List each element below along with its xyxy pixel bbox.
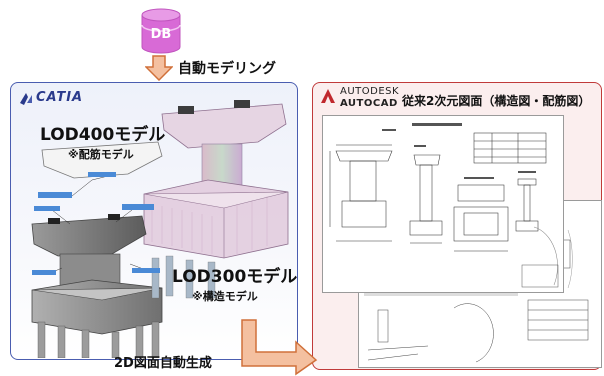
lod400-subtitle: ※配筋モデル: [68, 148, 134, 161]
structure-drawing-lines: [329, 123, 559, 288]
auto-2d-generation-label: 2D図面自動生成: [114, 356, 212, 371]
db-label: DB: [150, 27, 172, 42]
down-arrow-icon: [145, 55, 173, 81]
lod400-rebar-model: [143, 100, 289, 259]
lod300-structural-model: [31, 141, 216, 358]
autocad-logo-icon: [321, 89, 335, 103]
catia-brand: CATIA: [36, 90, 84, 105]
lod300-subtitle: ※構造モデル: [192, 290, 258, 303]
pier-model-illustration: [31, 100, 289, 358]
structure-drawing-sheet: [322, 115, 564, 293]
auto-modeling-label: 自動モデリング: [178, 61, 276, 77]
conventional-drawing-title: 従来2次元図面（構造図・配筋図）: [402, 94, 591, 108]
autocad-brand: AUTOCAD: [340, 98, 398, 109]
database-icon: [141, 8, 181, 54]
elbow-arrow-icon: [241, 319, 318, 376]
catia-logo-icon: [20, 93, 32, 105]
rebar-drawing-lines: [364, 229, 589, 363]
lod400-title: LOD400モデル: [40, 125, 166, 145]
autodesk-brand: AUTODESK: [340, 86, 400, 97]
lod300-title: LOD300モデル: [172, 267, 298, 287]
